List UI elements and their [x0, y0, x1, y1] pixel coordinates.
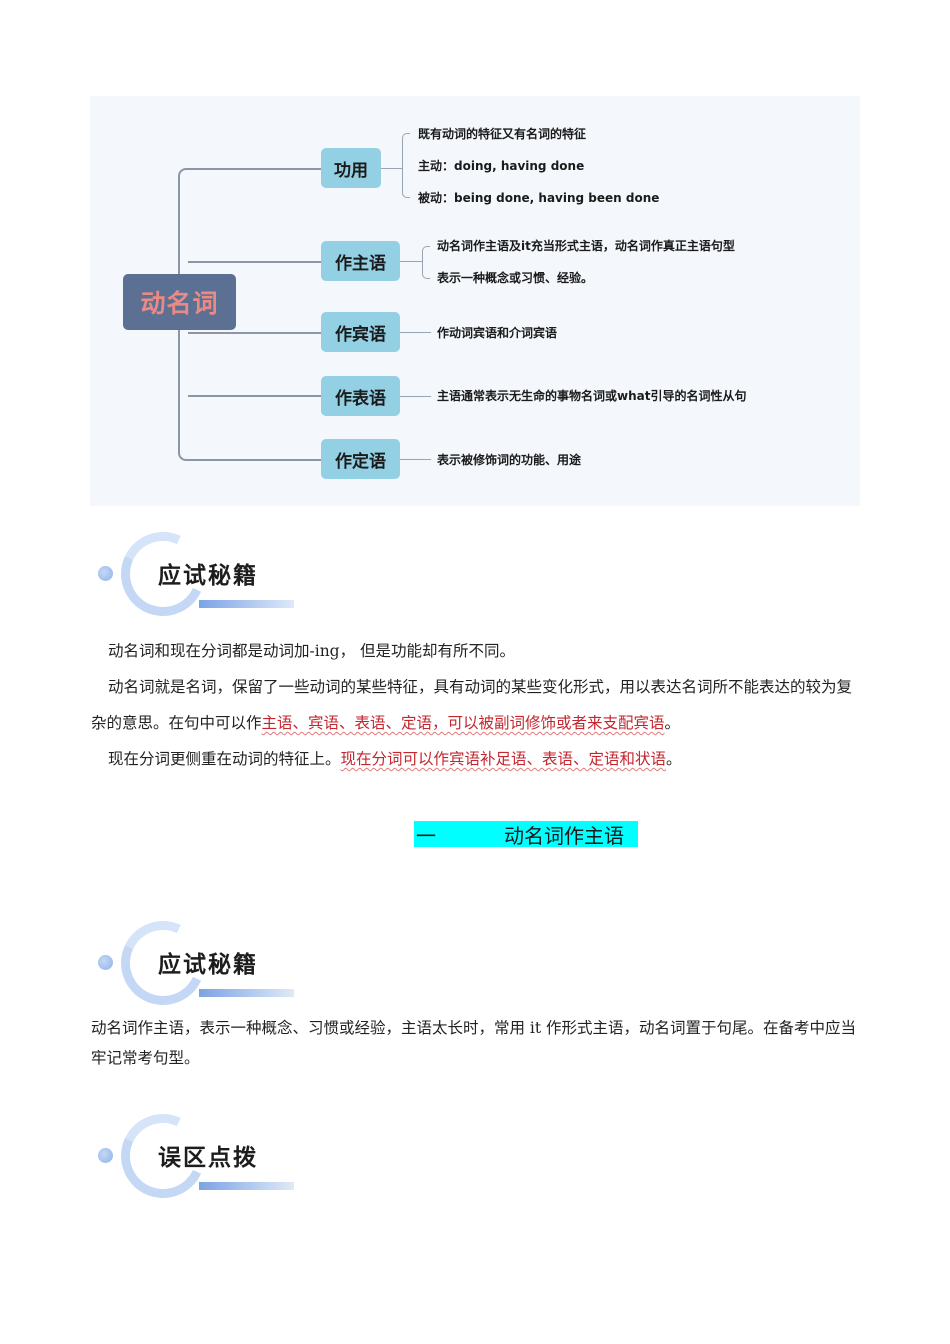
- gerund-mindmap: 动名词 功用 既有动词的特征又有名词的特征 主动：doing, having d…: [90, 96, 860, 506]
- mindmap-node-binyu: 作宾语: [321, 312, 400, 352]
- badge-dot-icon: [98, 566, 113, 581]
- leaf-connector: [400, 459, 431, 460]
- mindmap-node-zhuyu: 作主语: [321, 241, 400, 281]
- leaf-connector: [400, 332, 431, 333]
- mindmap-node-dingyu: 作定语: [321, 439, 400, 479]
- mindmap-leaf: 既有动词的特征又有名词的特征: [418, 127, 587, 141]
- leaf-connector: [381, 168, 402, 169]
- section-badge-tips-2: 应试秘籍: [95, 909, 295, 1017]
- text-normal: 现在分词更侧重在动词的特征上。: [108, 750, 341, 768]
- connector-zhuyu: [188, 261, 321, 263]
- heading-number: 一: [416, 823, 436, 848]
- paragraph-gerund-subject: 动名词作主语，表示一种概念、习惯或经验，主语太长时，常用 it 作形式主语，动名…: [91, 1019, 857, 1067]
- text-highlight-red: 现在分词可以作宾语补足语、表语、定语和状语: [340, 750, 667, 768]
- badge-dot-icon: [98, 955, 113, 970]
- connector-dingyu: [188, 459, 321, 461]
- leaf-bracket: [422, 246, 430, 279]
- mindmap-leaf: 动名词作主语及it充当形式主语，动名词作真正主语句型: [437, 239, 735, 253]
- text-normal: 动名词就是名词，保留了一些动词的某些特征，具有动词的某些变化形式，用以表达名词所…: [91, 678, 853, 732]
- badge-bar-decoration: [199, 600, 294, 608]
- connector-binyu: [188, 332, 321, 334]
- mindmap-leaf: 表示一种概念或习惯、经验。: [437, 271, 594, 285]
- mindmap-leaf: 主语通常表示无生命的事物名词或what引导的名词性从句: [437, 389, 747, 403]
- badge-label: 应试秘籍: [158, 563, 258, 589]
- paragraph-participle: 现在分词更侧重在动词的特征上。现在分词可以作宾语补足语、表语、定语和状语。: [91, 741, 861, 777]
- mindmap-node-biaoyu: 作表语: [321, 376, 400, 416]
- section-badge-pitfalls: 误区点拨: [95, 1102, 295, 1210]
- mindmap-leaf: 主动：doing, having done: [418, 159, 585, 173]
- text-normal: 。: [666, 750, 682, 768]
- leaf-connector: [400, 396, 431, 397]
- mindmap-leaf: 被动：being done, having been done: [418, 191, 660, 205]
- text-normal: 。: [664, 714, 681, 732]
- badge-bar-decoration: [199, 989, 294, 997]
- text-highlight-red: 主语、宾语、表语、定语，可以被副词修饰或者来支配宾语: [261, 714, 665, 732]
- section-heading: 一 动名词作主语: [414, 821, 638, 848]
- connector-gongyong: [188, 168, 321, 170]
- mindmap-node-gongyong: 功用: [321, 148, 381, 188]
- connector-biaoyu: [188, 395, 321, 397]
- mindmap-leaf: 作动词宾语和介词宾语: [437, 326, 558, 340]
- mindmap-root: 动名词: [123, 274, 236, 330]
- heading-title: 动名词作主语: [504, 823, 624, 848]
- mindmap-leaf: 表示被修饰词的功能、用途: [437, 453, 582, 467]
- paragraph-gerund-definition: 动名词就是名词，保留了一些动词的某些特征，具有动词的某些变化形式，用以表达名词所…: [91, 669, 861, 741]
- badge-bar-decoration: [199, 1182, 294, 1190]
- paragraph-intro: 动名词和现在分词都是动词加-ing， 但是功能却有所不同。: [108, 642, 516, 660]
- leaf-bracket: [402, 133, 410, 198]
- leaf-connector: [400, 261, 422, 262]
- badge-dot-icon: [98, 1148, 113, 1163]
- badge-label: 误区点拨: [158, 1145, 258, 1171]
- badge-label: 应试秘籍: [158, 952, 258, 978]
- section-badge-tips: 应试秘籍: [95, 520, 295, 628]
